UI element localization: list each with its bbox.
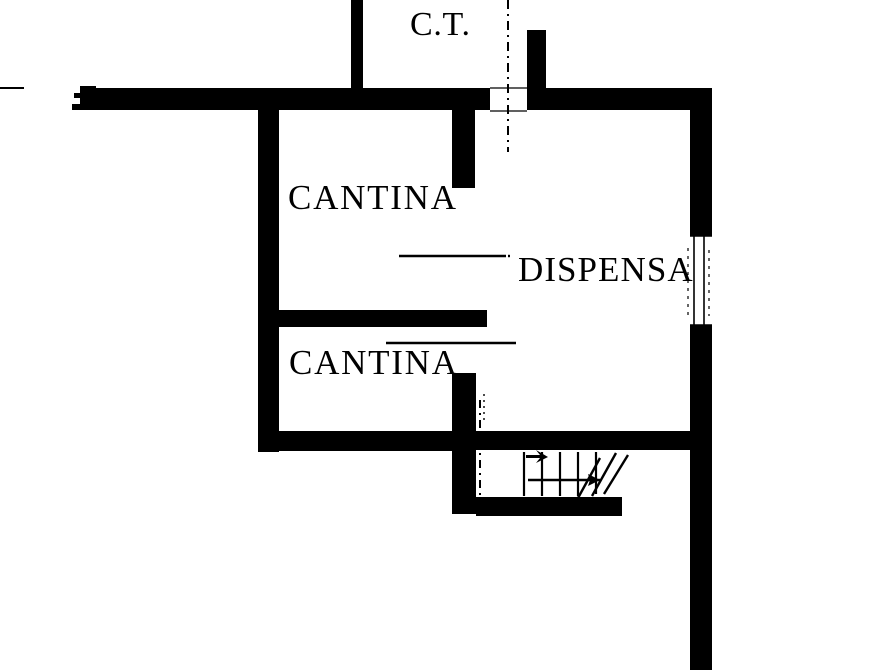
room-label-dispensa: DISPENSA	[518, 250, 694, 289]
vertical-wall-top-center	[351, 0, 363, 90]
window-right-wall	[690, 236, 712, 325]
right-exterior-wall-lower	[690, 324, 712, 670]
stair-start-arrow	[526, 450, 548, 463]
room-label-cantina-upper: CANTINA	[288, 178, 458, 217]
vertical-wall-stair-left	[452, 373, 476, 514]
right-wall-inner-return	[700, 110, 712, 236]
room-label-cantina-lower: CANTINA	[289, 343, 459, 382]
stair-winder	[576, 457, 602, 499]
wall-group	[72, 0, 712, 670]
bottom-wall-cantina	[258, 431, 476, 451]
room-label-ct: C.T.	[410, 6, 471, 43]
divider-wall-cantinas	[258, 310, 487, 327]
stub-wall-under-top	[452, 108, 475, 188]
left-interior-wall	[258, 108, 279, 452]
stair-landing-wall	[476, 431, 691, 450]
opening-group	[490, 87, 712, 326]
top-exterior-wall-body	[80, 88, 712, 110]
stair-winder	[590, 452, 618, 497]
staircase	[522, 450, 630, 499]
stair-winder-treads	[576, 452, 630, 499]
stair-direction-arrowhead	[588, 474, 600, 486]
vertical-wall-ct-right	[527, 30, 546, 90]
stair-winder	[602, 454, 630, 495]
annotation-group	[0, 0, 516, 500]
stair-bottom-wall	[476, 497, 622, 516]
